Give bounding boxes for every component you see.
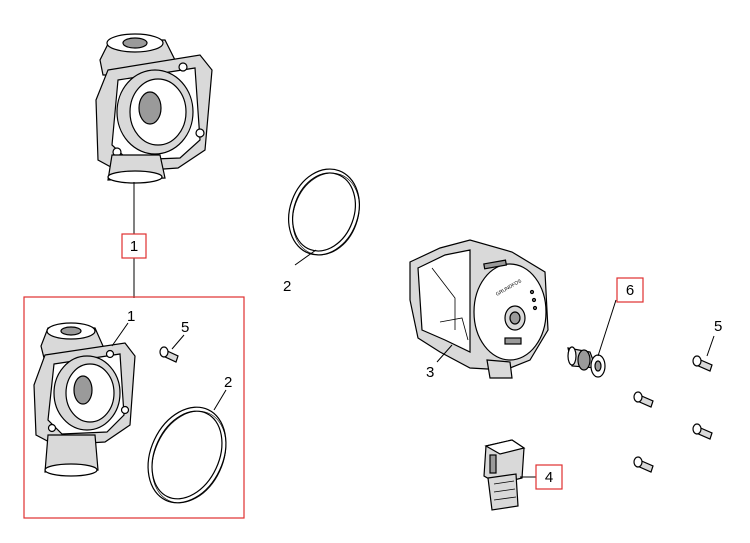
pump-housing-main	[95, 33, 213, 184]
screw-right-2	[633, 391, 654, 408]
vent-plug-screw	[567, 346, 606, 378]
callout-5-right: 5	[714, 318, 722, 335]
screw-kit	[159, 346, 179, 363]
callout-2-main: 2	[283, 278, 291, 295]
gasket-ring-main	[288, 168, 360, 256]
pump-housing-kit	[33, 322, 136, 477]
svg-text:4: 4	[545, 469, 553, 486]
electrical-connector-plug	[483, 439, 526, 511]
svg-text:6: 6	[626, 282, 634, 299]
screw-right-1	[692, 355, 713, 372]
callout-1-kit: 1	[127, 308, 135, 325]
callout-6: 6	[616, 277, 644, 303]
leader-lines	[111, 182, 715, 478]
svg-text:1: 1	[130, 238, 138, 255]
screw-right-3	[692, 423, 713, 440]
kit-frame	[23, 296, 245, 519]
callout-3: 3	[426, 364, 434, 381]
callout-2-kit: 2	[224, 374, 232, 391]
gasket-ring-kit	[147, 406, 227, 504]
pump-motor-head: GRUNDFOS	[409, 239, 549, 379]
callout-5-kit: 5	[181, 319, 189, 336]
callout-4: 4	[535, 464, 563, 490]
screw-right-4	[633, 456, 654, 473]
callout-1-main: 1	[121, 233, 147, 259]
